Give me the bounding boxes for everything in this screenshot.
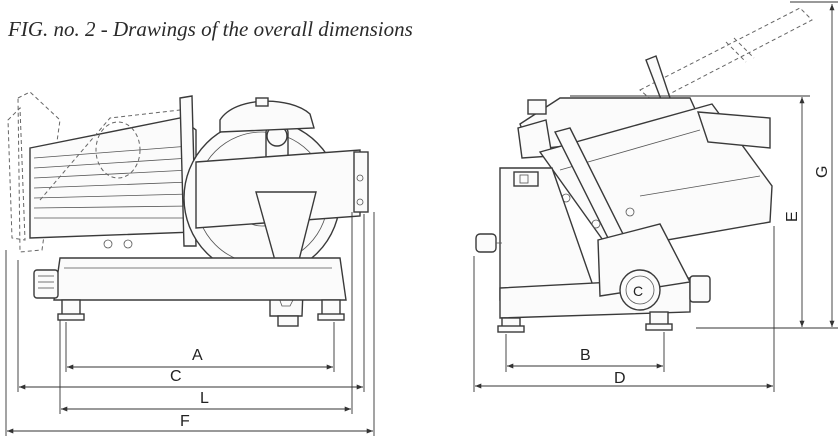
- dim-label-a: A: [192, 347, 203, 364]
- svg-text:C: C: [633, 283, 643, 299]
- dim-label-d: D: [614, 370, 626, 387]
- dim-label-b: B: [580, 347, 591, 364]
- dim-label-e: E: [784, 211, 801, 222]
- dim-label-g: G: [814, 166, 831, 178]
- dim-label-f: F: [180, 413, 190, 430]
- dim-label-l: L: [200, 390, 209, 407]
- figure-caption: FIG. no. 2 - Drawings of the overall dim…: [8, 17, 413, 41]
- front-view: A C L F: [5, 91, 375, 436]
- side-view: C B D E G: [473, 1, 838, 392]
- dim-label-c: C: [170, 368, 182, 385]
